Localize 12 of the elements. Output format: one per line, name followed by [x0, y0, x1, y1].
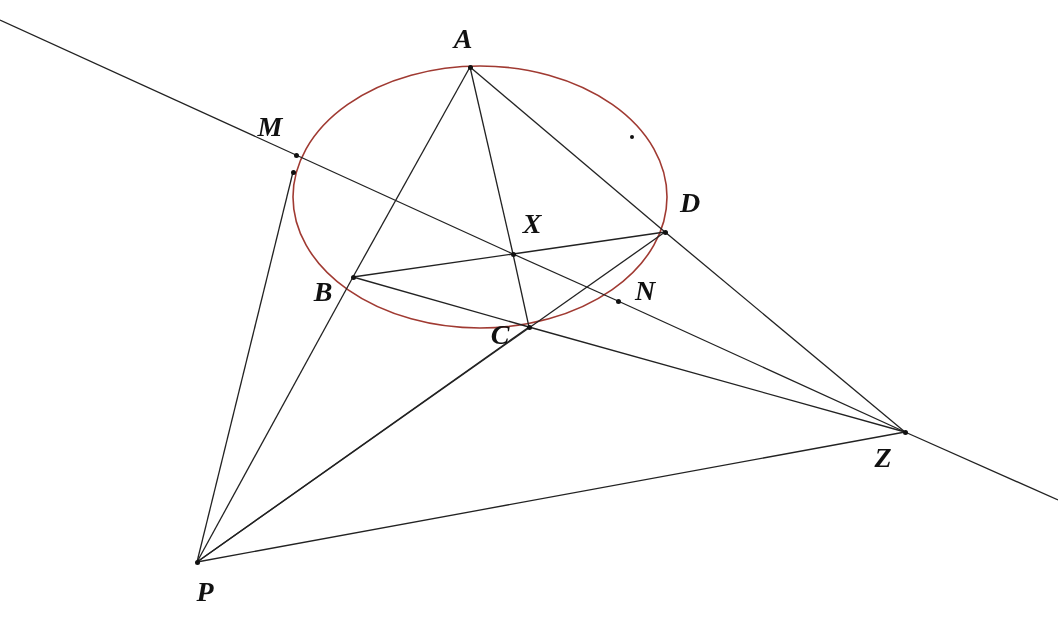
point-label: X: [522, 210, 542, 238]
line-segment: [196, 231, 666, 563]
point-label: P: [196, 578, 214, 606]
point-label: M: [257, 113, 283, 141]
point-label: N: [634, 277, 656, 305]
line-segment: [0, 19, 297, 156]
point-label: C: [490, 321, 510, 349]
point-label: Z: [874, 444, 892, 472]
point-label: B: [313, 278, 333, 306]
point-label: D: [679, 189, 701, 217]
point: [290, 169, 296, 175]
point-label: A: [453, 25, 473, 53]
